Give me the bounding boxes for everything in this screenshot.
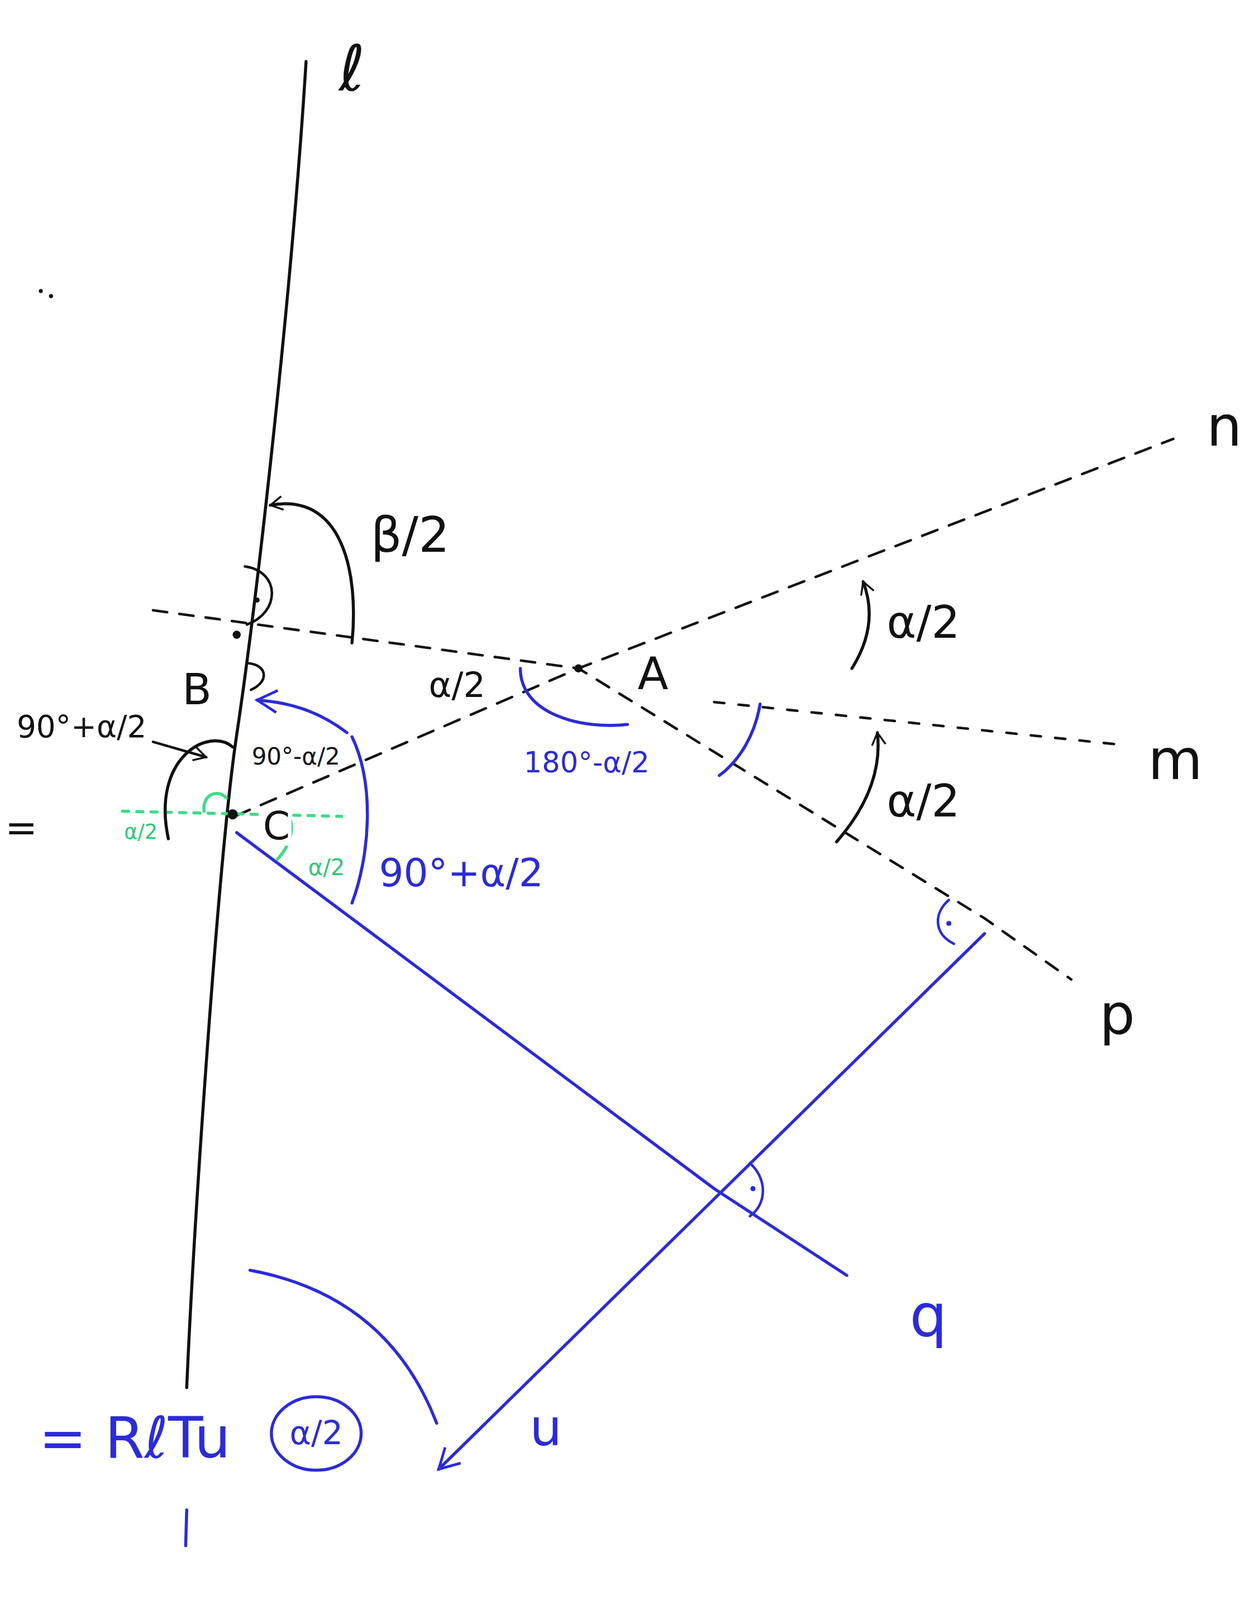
right-angle-mark — [750, 1163, 763, 1217]
leader-arrow — [153, 741, 207, 757]
line-q — [236, 832, 847, 1276]
rotation-arc — [250, 1270, 437, 1424]
point-b — [232, 630, 241, 639]
math-label: α/2 — [884, 599, 962, 645]
math-label: B — [180, 668, 214, 712]
math-label: ℓ — [337, 37, 367, 102]
line-p — [153, 610, 1072, 980]
math-label: 180°-α/2 — [522, 749, 652, 778]
math-label: q — [908, 1286, 949, 1346]
math-label: β/2 — [369, 511, 452, 561]
math-label: α/2 — [884, 778, 962, 824]
angle-arrow — [836, 732, 879, 842]
math-label: n — [1204, 398, 1244, 455]
math-label: 90°-α/2 — [250, 745, 342, 769]
math-label: α/2 — [306, 855, 347, 879]
right-angle-mark — [249, 663, 265, 690]
math-label: = RℓTu — [36, 1409, 232, 1467]
stray-dot — [38, 288, 43, 293]
line-u — [438, 933, 985, 1470]
math-label: = — [3, 808, 40, 848]
point-c — [227, 809, 238, 820]
angle-bracket — [351, 736, 368, 904]
angle-arrow — [851, 582, 870, 669]
math-label: α/2 — [122, 822, 160, 843]
math-label: p — [1097, 986, 1137, 1043]
line-n — [234, 439, 1173, 817]
point-a — [574, 664, 583, 674]
math-label: m — [1146, 732, 1205, 789]
circle-mark — [271, 1396, 362, 1471]
math-label: α/2 — [427, 668, 488, 703]
right-angle-mark — [244, 566, 272, 625]
right-angle-mark — [937, 900, 955, 945]
line-m — [714, 702, 1123, 746]
line-l — [186, 61, 307, 1389]
right-angle-dot — [750, 1186, 756, 1192]
stray-stroke — [185, 1510, 187, 1547]
math-label: 90°+α/2 — [377, 854, 545, 893]
math-label: A — [636, 650, 671, 696]
math-label: 90°+α/2 — [15, 711, 149, 742]
angle-arrow — [270, 503, 354, 643]
right-angle-dot — [254, 597, 260, 603]
angle-arc — [203, 793, 227, 812]
stray-dot — [49, 294, 54, 299]
angle-arc — [520, 668, 628, 726]
right-angle-dot — [946, 921, 952, 927]
angle-arrow — [256, 699, 347, 733]
math-label: u — [527, 1403, 564, 1454]
angle-arc — [719, 704, 761, 776]
math-label: C — [261, 807, 292, 846]
math-label: α/2 — [288, 1417, 345, 1450]
